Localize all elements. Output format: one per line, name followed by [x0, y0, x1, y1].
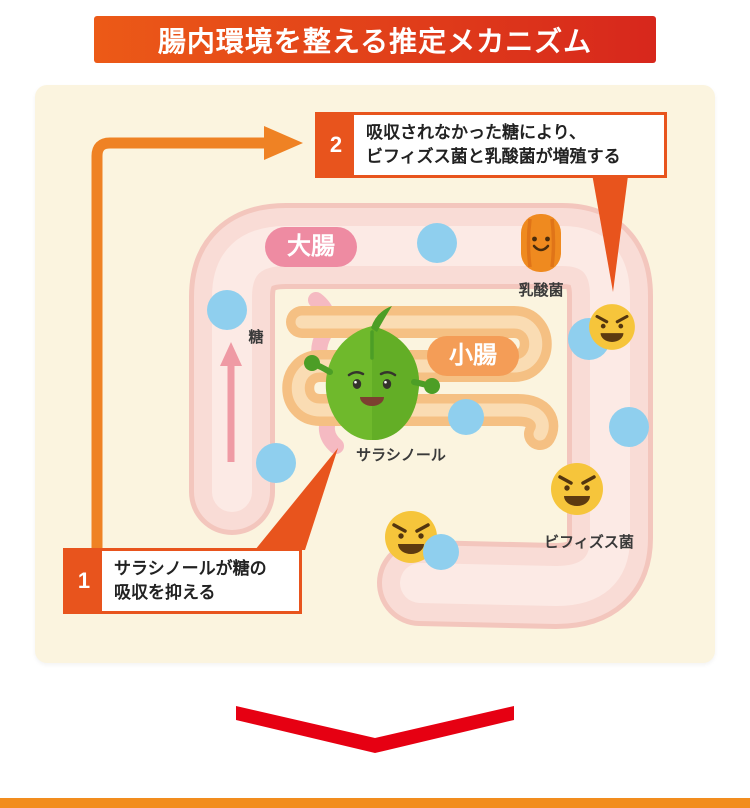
sugar-circles: [207, 223, 649, 483]
sugar-up-arrow: [220, 342, 242, 462]
step-1-line-1: サラシノールが糖の: [114, 559, 267, 578]
step-1-callout: 1 サラシノールが糖の 吸収を抑える: [63, 548, 302, 614]
salacinol-label: サラシノール: [356, 447, 446, 464]
sugar-circle: [448, 399, 484, 435]
salacinol-leaf-character: [304, 306, 440, 441]
step-2-number: 2: [318, 115, 354, 175]
flow-arrow: [91, 126, 303, 552]
step-1-text: サラシノールが糖の 吸収を抑える: [102, 551, 279, 611]
step-2-text: 吸収されなかった糖により、 ビフィズス菌と乳酸菌が増殖する: [354, 115, 633, 175]
lactic-acid-bacteria-character: [521, 214, 561, 272]
sugar-label: 糖: [248, 329, 264, 346]
sugar-circle: [256, 443, 296, 483]
large-intestine-badge: 大腸: [265, 227, 357, 267]
sugar-circle: [423, 534, 459, 570]
bottom-section-edge: [0, 798, 750, 808]
small-intestine-badge: 小腸: [427, 336, 519, 376]
page-title: 腸内環境を整える推定メカニズム: [94, 16, 656, 63]
sugar-circle: [417, 223, 457, 263]
step-2-pointer: [591, 168, 629, 292]
step-2-callout: 2 吸収されなかった糖により、 ビフィズス菌と乳酸菌が増殖する: [315, 112, 667, 178]
step-1-number: 1: [66, 551, 102, 611]
step-2-line-1: 吸収されなかった糖により、: [366, 123, 586, 142]
bifidobacteria-face: [549, 461, 605, 517]
large-intestine-shape: [189, 203, 653, 629]
lactic-acid-bacteria-label: 乳酸菌: [518, 282, 564, 299]
sugar-circle: [207, 290, 247, 330]
step-2-line-2: ビフィズス菌と乳酸菌が増殖する: [366, 146, 621, 166]
sugar-circle: [609, 407, 649, 447]
bifidobacteria-label: ビフィズス菌: [544, 534, 634, 551]
down-chevron-icon: [236, 706, 514, 753]
bifidobacteria-face: [587, 302, 637, 352]
step-1-pointer: [255, 448, 338, 550]
step-1-line-2: 吸収を抑える: [114, 582, 216, 602]
